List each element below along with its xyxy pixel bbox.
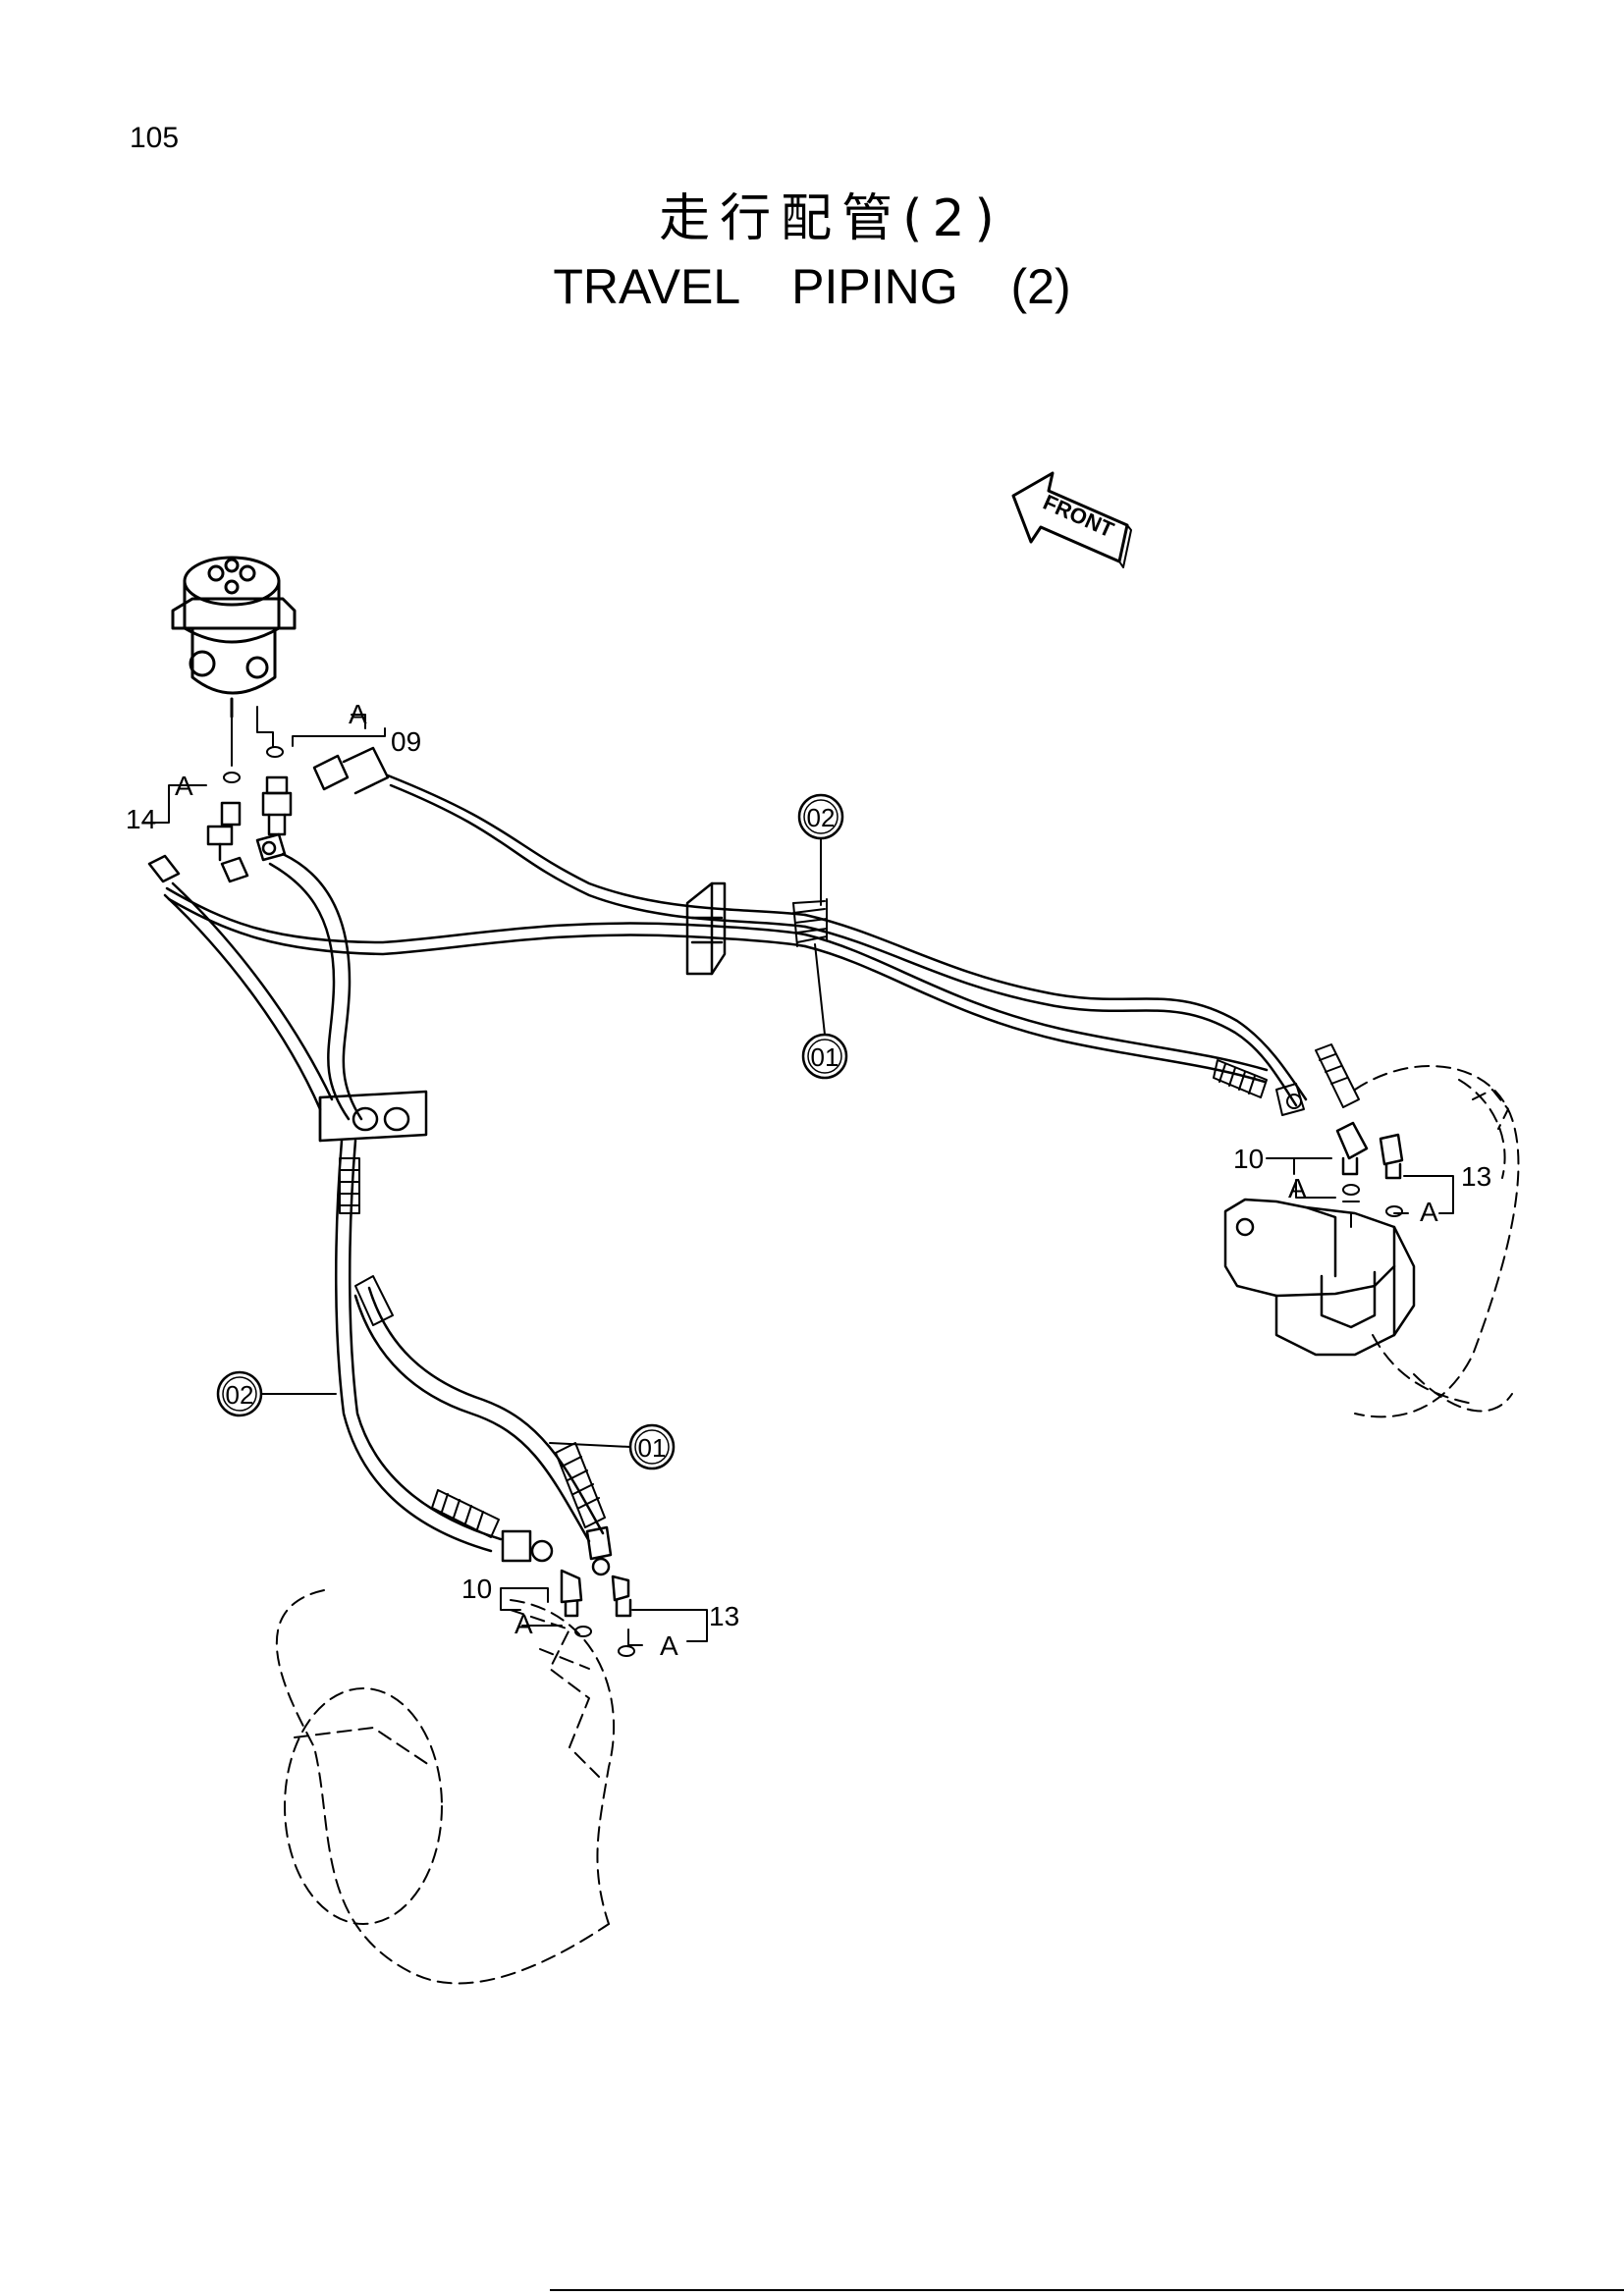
title-block: 走行配管(2) TRAVEL PIPING (2) [0, 177, 1624, 315]
callout-01-lower: 01 [549, 1423, 676, 1470]
travel-motor-right-outline [1354, 1065, 1520, 1418]
fitting-09 [261, 746, 390, 836]
seal-label-a: A [660, 1630, 678, 1661]
callout-label: 01 [811, 1042, 839, 1072]
hose-spring-guards-right [1213, 1043, 1360, 1116]
travel-motor-right [1223, 1198, 1416, 1357]
title-english: TRAVEL PIPING (2) [553, 259, 1071, 314]
fitting-14 [206, 801, 242, 862]
fitting-10-right [1335, 1121, 1369, 1176]
seal-label-a: A [175, 771, 193, 801]
callout-label: 02 [226, 1380, 254, 1410]
callout-01-upper: 01 [801, 943, 848, 1080]
callout-02-upper: 02 [797, 793, 844, 906]
page-number: 105 [130, 122, 180, 154]
hose-end-fittings-lower [501, 1525, 613, 1576]
footer-rule [550, 2289, 1624, 2291]
seal-label-a: A [1420, 1197, 1438, 1227]
fitting-10-lower [560, 1569, 583, 1618]
part-label-13: 13 [709, 1601, 739, 1631]
bracket-leaders [142, 714, 1454, 1646]
title-japanese: 走行配管(2) [659, 189, 1004, 248]
part-label-14: 14 [126, 804, 156, 834]
part-label-13: 13 [1461, 1161, 1491, 1192]
hose-spring-guards-lower [339, 1157, 606, 1538]
part-label-10: 10 [1233, 1144, 1264, 1174]
callout-02-lower: 02 [216, 1370, 337, 1417]
hose-01-upper [386, 774, 1308, 1107]
hose-spring-guards-upper [792, 898, 828, 947]
callout-label: 02 [807, 803, 836, 832]
hose-02-lower [334, 1139, 503, 1553]
callout-label: 01 [638, 1433, 667, 1463]
fitting-13-lower [611, 1575, 632, 1618]
seal-label-a: A [1288, 1173, 1307, 1203]
hose-bundle-lower [163, 852, 363, 1121]
hose-02-upper [165, 886, 1269, 1084]
hose-01-lower [353, 1286, 605, 1543]
part-label-10: 10 [461, 1574, 492, 1604]
travel-motor-left [276, 1589, 616, 1985]
swivel-joint [171, 556, 297, 719]
hose-end-fittings [147, 832, 287, 883]
hose-clamp-lower [318, 1090, 428, 1143]
o-rings [223, 746, 1403, 1657]
front-arrow-icon: FRONT [1011, 471, 1132, 568]
seal-label-a: A [514, 1609, 533, 1639]
front-arrow-label: FRONT [1040, 490, 1118, 543]
fitting-13-right [1379, 1133, 1404, 1180]
seal-label-a: A [349, 699, 367, 729]
hose-clamp-upper [685, 881, 727, 976]
part-label-09: 09 [391, 726, 421, 757]
